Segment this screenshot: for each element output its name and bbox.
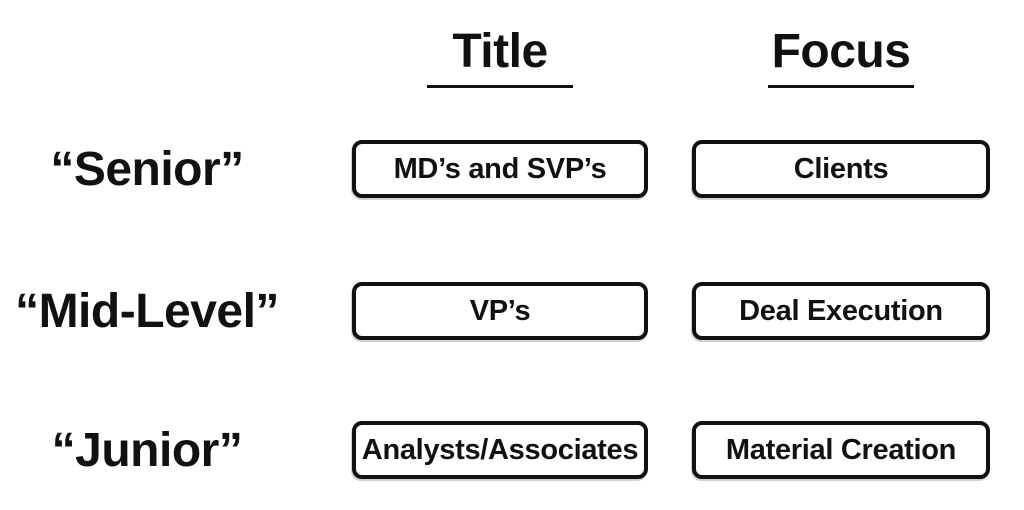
- senior-title-box: MD’s and SVP’s: [352, 140, 648, 198]
- senior-title-text: MD’s and SVP’s: [393, 152, 607, 185]
- row-label-junior: “Junior”: [51, 423, 243, 477]
- column-header-focus-label: Focus: [771, 25, 911, 78]
- mid-level-focus-text: Deal Execution: [739, 294, 943, 327]
- column-header-title-label: Title: [452, 25, 548, 78]
- row-label-senior: “Senior”: [50, 142, 244, 196]
- mid-level-focus-box: Deal Execution: [692, 282, 990, 340]
- senior-focus-text: Clients: [793, 152, 889, 185]
- senior-focus-box: Clients: [692, 140, 990, 198]
- column-header-title: Title: [352, 26, 648, 88]
- row-junior: “Junior” Analysts/Associates Material Cr…: [0, 421, 1024, 479]
- mid-level-title-text: VP’s: [469, 294, 531, 327]
- row-label-mid-level: “Mid-Level”: [15, 284, 279, 338]
- mid-level-title-box: VP’s: [352, 282, 648, 340]
- junior-focus-box: Material Creation: [692, 421, 990, 479]
- focus-header-underline: [768, 85, 914, 88]
- row-senior: “Senior” MD’s and SVP’s Clients: [0, 140, 1024, 198]
- column-header-focus: Focus: [692, 26, 990, 88]
- title-header-underline: [427, 85, 573, 88]
- junior-title-box: Analysts/Associates: [352, 421, 648, 479]
- row-mid-level: “Mid-Level” VP’s Deal Execution: [0, 282, 1024, 340]
- junior-focus-text: Material Creation: [725, 433, 957, 466]
- junior-title-text: Analysts/Associates: [361, 433, 639, 466]
